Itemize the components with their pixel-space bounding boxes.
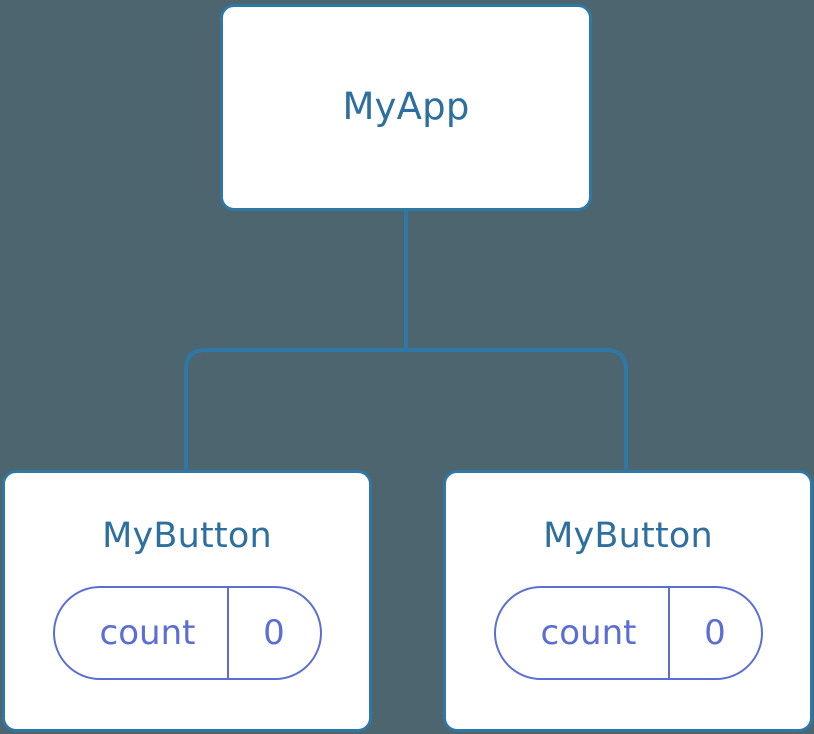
state-pill-1-key: count	[99, 612, 196, 653]
node-mybutton-2-label: MyButton	[543, 516, 713, 556]
node-myapp[interactable]: MyApp	[220, 4, 592, 211]
state-pill-2-value: 0	[667, 587, 761, 678]
connector-bracket	[184, 348, 628, 474]
state-pill-2[interactable]: count 0	[493, 585, 763, 680]
node-mybutton-1-label: MyButton	[102, 516, 272, 556]
node-mybutton-2[interactable]: MyButton count 0	[443, 470, 813, 732]
node-mybutton-1[interactable]: MyButton count 0	[2, 470, 372, 732]
state-pill-2-key: count	[540, 612, 637, 653]
state-pill-1[interactable]: count 0	[52, 585, 322, 680]
node-myapp-label: MyApp	[342, 85, 470, 129]
state-pill-1-value: 0	[226, 587, 320, 678]
